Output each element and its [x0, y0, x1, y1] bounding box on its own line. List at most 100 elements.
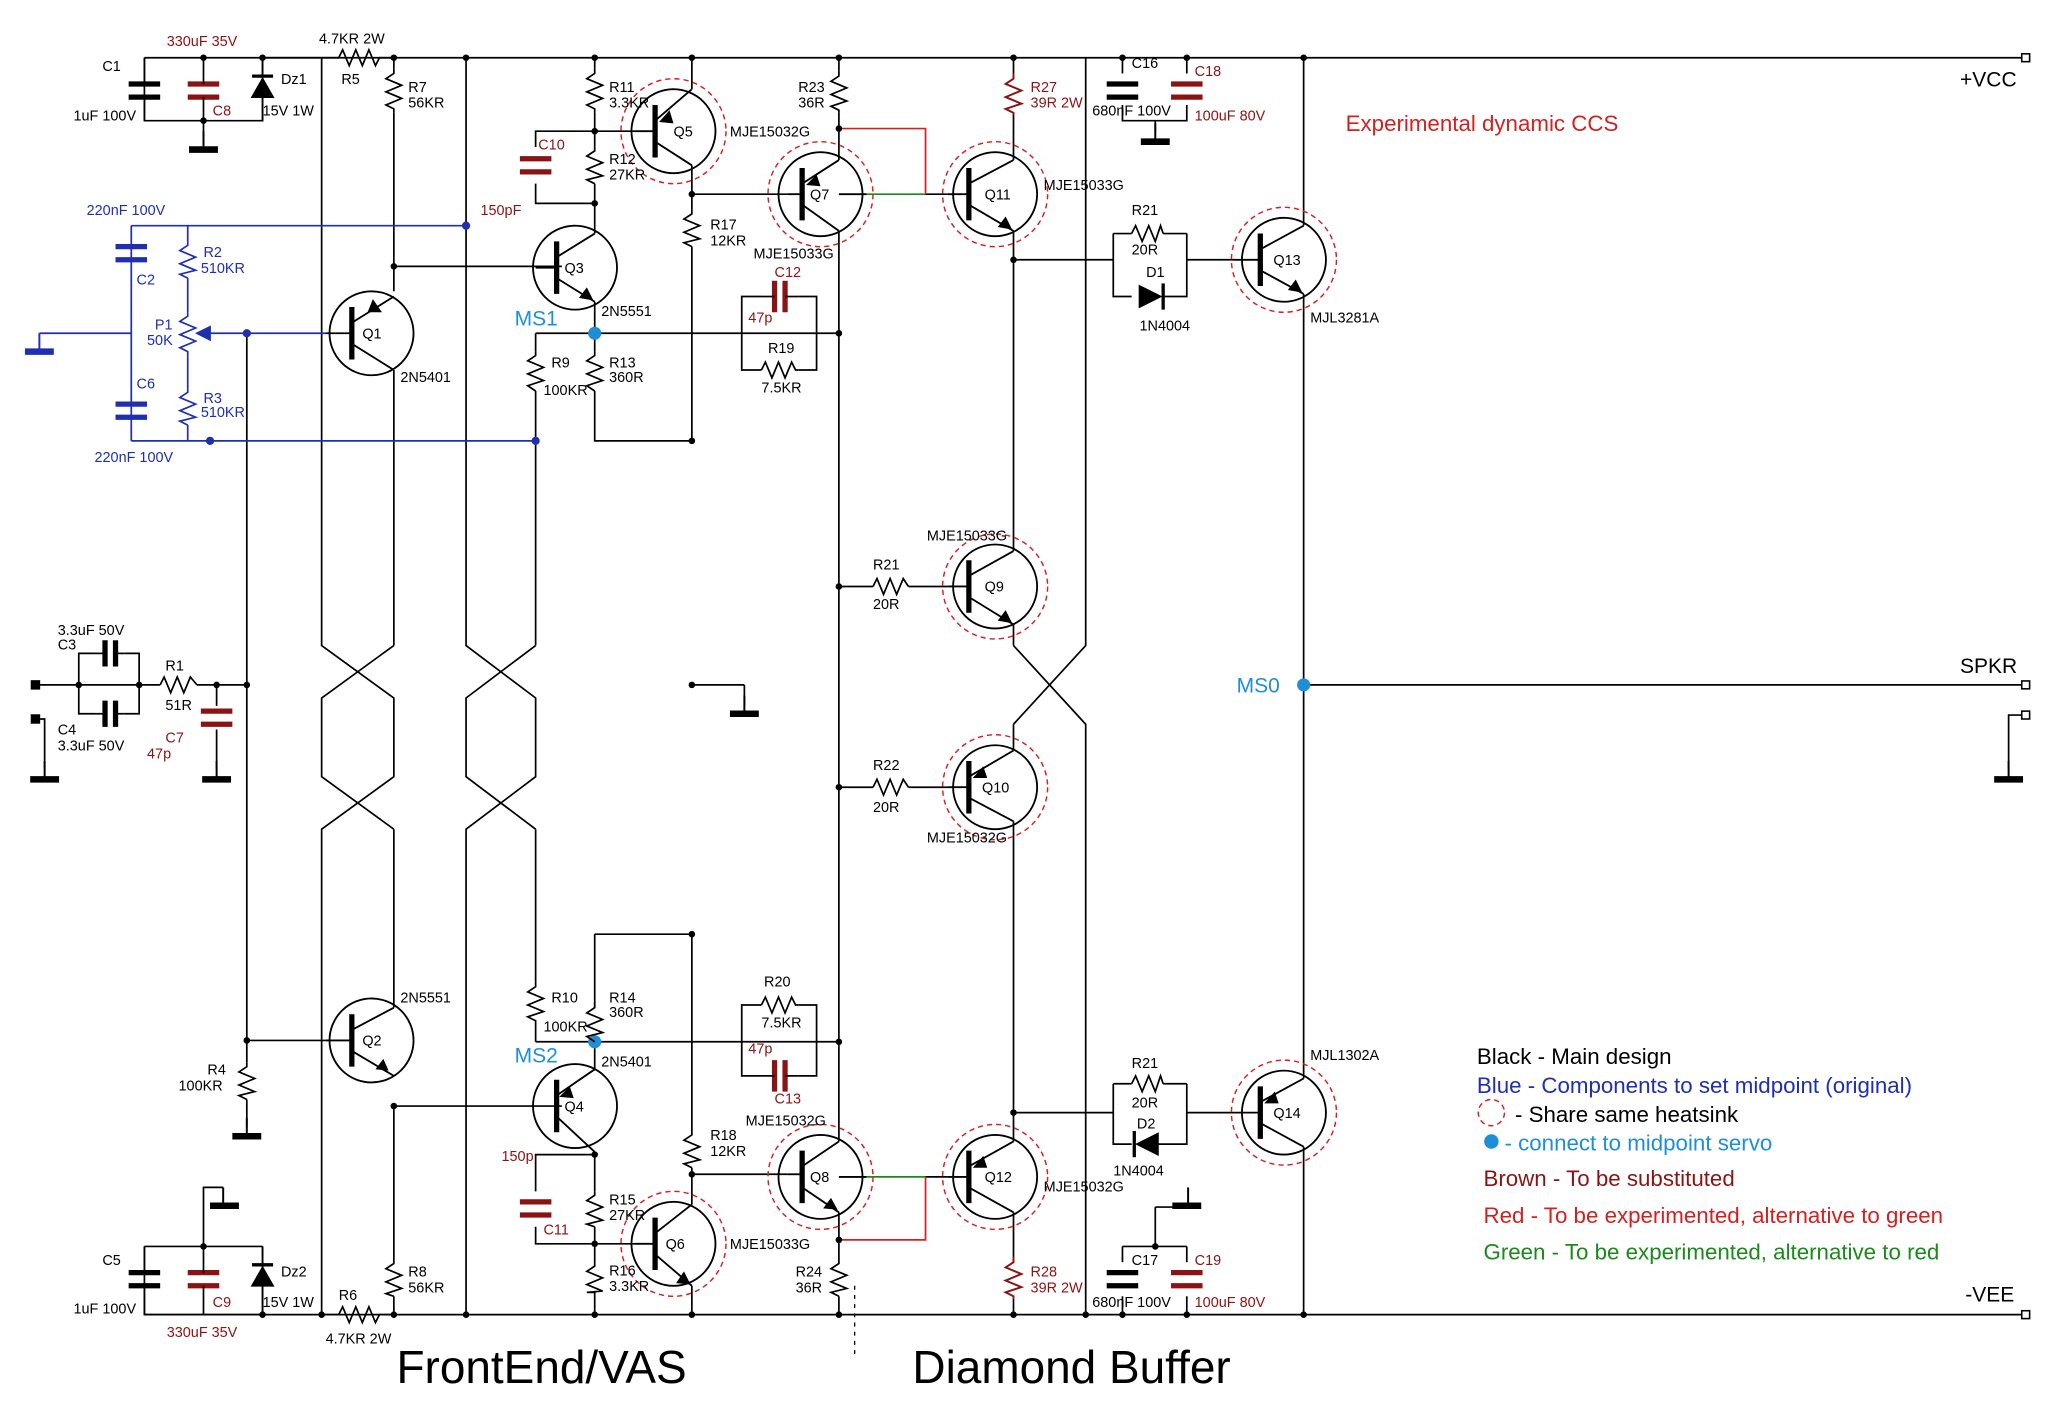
node-ms0: MS0 [1237, 675, 1280, 698]
c9-value: 330uF 35V [167, 1325, 238, 1341]
q2-value: 2N5551 [400, 990, 451, 1006]
c8-ref: C8 [213, 103, 231, 119]
r19-value: 7.5KR [761, 380, 801, 396]
diodes [250, 57, 1165, 1315]
q4-ref: Q4 [565, 1099, 584, 1115]
r4-ref: R4 [207, 1063, 225, 1079]
r9-value: 100KR [544, 383, 588, 399]
q12-ref: Q12 [985, 1170, 1012, 1186]
dz1-ref: Dz1 [281, 72, 307, 88]
r21b-value: 20R [873, 597, 899, 613]
c5-value: 1uF 100V [74, 1301, 137, 1317]
capacitors-substitute [187, 81, 1203, 1289]
legend-heatsink-symbol [1477, 1098, 1506, 1127]
r13-value: 360R [609, 370, 643, 386]
q7-value: MJE15033G [754, 246, 834, 262]
transistors [325, 88, 1327, 1287]
r21b-ref: R21 [873, 557, 899, 573]
c6-ref: C6 [137, 376, 155, 392]
midpoint-wiring [39, 221, 540, 445]
r28-value: 39R 2W [1031, 1280, 1083, 1296]
q12-value: MJE15032G [1044, 1179, 1124, 1195]
c4-value: 3.3uF 50V [58, 738, 125, 754]
r2-value: 510KR [201, 261, 245, 277]
resistors [159, 47, 1164, 1325]
c16-value: 680nF 100V [1092, 103, 1171, 119]
c12-value: 47p [748, 311, 772, 327]
c10-ref: C10 [538, 138, 564, 154]
q10-ref: Q10 [982, 780, 1009, 796]
r14-value: 360R [609, 1005, 643, 1021]
r20-value: 7.5KR [761, 1015, 801, 1031]
r24-value: 36R [796, 1280, 822, 1296]
r12-ref: R12 [609, 152, 635, 168]
d2-value: 1N4004 [1113, 1164, 1164, 1180]
q11-value: MJE15033G [1044, 178, 1124, 194]
r17-value: 12KR [710, 233, 746, 249]
r7-value: 56KR [408, 96, 444, 112]
main-wiring [39, 56, 2029, 1316]
d1-ref: D1 [1146, 265, 1164, 281]
q2-ref: Q2 [362, 1034, 381, 1050]
q8-ref: Q8 [810, 1170, 829, 1186]
r17-ref: R17 [710, 218, 736, 234]
r24-ref: R24 [796, 1265, 822, 1281]
c10-value: 150pF [480, 203, 521, 219]
d1-value: 1N4004 [1140, 319, 1191, 335]
r21a-ref: R21 [1132, 203, 1158, 219]
legend-servo-dot [1484, 1134, 1499, 1149]
rail-vee: -VEE [1965, 1284, 2014, 1307]
section-frontend: FrontEnd/VAS [396, 1341, 686, 1393]
legend: Black - Main design Blue - Components to… [1477, 1044, 1943, 1264]
r5-value: 4.7KR 2W [319, 31, 385, 47]
c17-value: 680nF 100V [1092, 1295, 1171, 1311]
c19-ref: C19 [1195, 1253, 1221, 1269]
capacitors-midpoint [115, 244, 148, 420]
r22-ref: R22 [873, 758, 899, 774]
q13-value: MJL3281A [1310, 311, 1379, 327]
c7-value: 47p [147, 746, 171, 762]
r1-ref: R1 [165, 658, 183, 674]
c19-value: 100uF 80V [1195, 1295, 1266, 1311]
r2-ref: R2 [203, 245, 221, 261]
junctions [75, 54, 1307, 1318]
r10-ref: R10 [551, 990, 577, 1006]
dz1-value: 15V 1W [263, 103, 315, 119]
r10-value: 100KR [544, 1019, 588, 1035]
q14-value: MJL1302A [1310, 1048, 1379, 1064]
r14-ref: R14 [609, 990, 635, 1006]
experiment-wiring [838, 127, 927, 1241]
r21c-ref: R21 [1132, 1056, 1158, 1072]
rail-vcc: +VCC [1960, 69, 2017, 92]
c5-ref: C5 [102, 1253, 120, 1269]
q9-value: MJE15033G [927, 529, 1007, 545]
c11-value: 150p [501, 1149, 533, 1165]
legend-blue: Blue - Components to set midpoint (origi… [1477, 1073, 1912, 1098]
legend-brown: Brown - To be substituted [1483, 1166, 1734, 1191]
c12-ref: C12 [775, 265, 801, 281]
r12-value: 27KR [609, 168, 645, 184]
c6-value: 220nF 100V [95, 450, 174, 466]
r11-ref: R11 [609, 80, 634, 96]
q3-value: 2N5551 [601, 304, 652, 320]
node-ms2: MS2 [515, 1045, 558, 1068]
c13-ref: C13 [775, 1091, 801, 1107]
r3-ref: R3 [203, 391, 221, 407]
c11-ref: C11 [544, 1223, 569, 1239]
c1-value: 1uF 100V [74, 109, 137, 125]
r8-value: 56KR [408, 1280, 444, 1296]
q4-value: 2N5401 [601, 1055, 652, 1071]
r22-value: 20R [873, 800, 899, 816]
r16-value: 3.3KR [609, 1279, 649, 1295]
terminals [30, 53, 2031, 1320]
r4-value: 100KR [179, 1078, 223, 1094]
legend-green: Green - To be experimented, alternative … [1483, 1240, 1939, 1265]
node-ms1: MS1 [515, 307, 558, 330]
r5-ref: R5 [341, 72, 359, 88]
p1-value: 50K [147, 333, 173, 349]
c18-value: 100uF 80V [1195, 109, 1266, 125]
r28-ref: R28 [1031, 1265, 1057, 1281]
section-buffer: Diamond Buffer [912, 1341, 1230, 1393]
power-resistors [1003, 73, 1025, 1299]
